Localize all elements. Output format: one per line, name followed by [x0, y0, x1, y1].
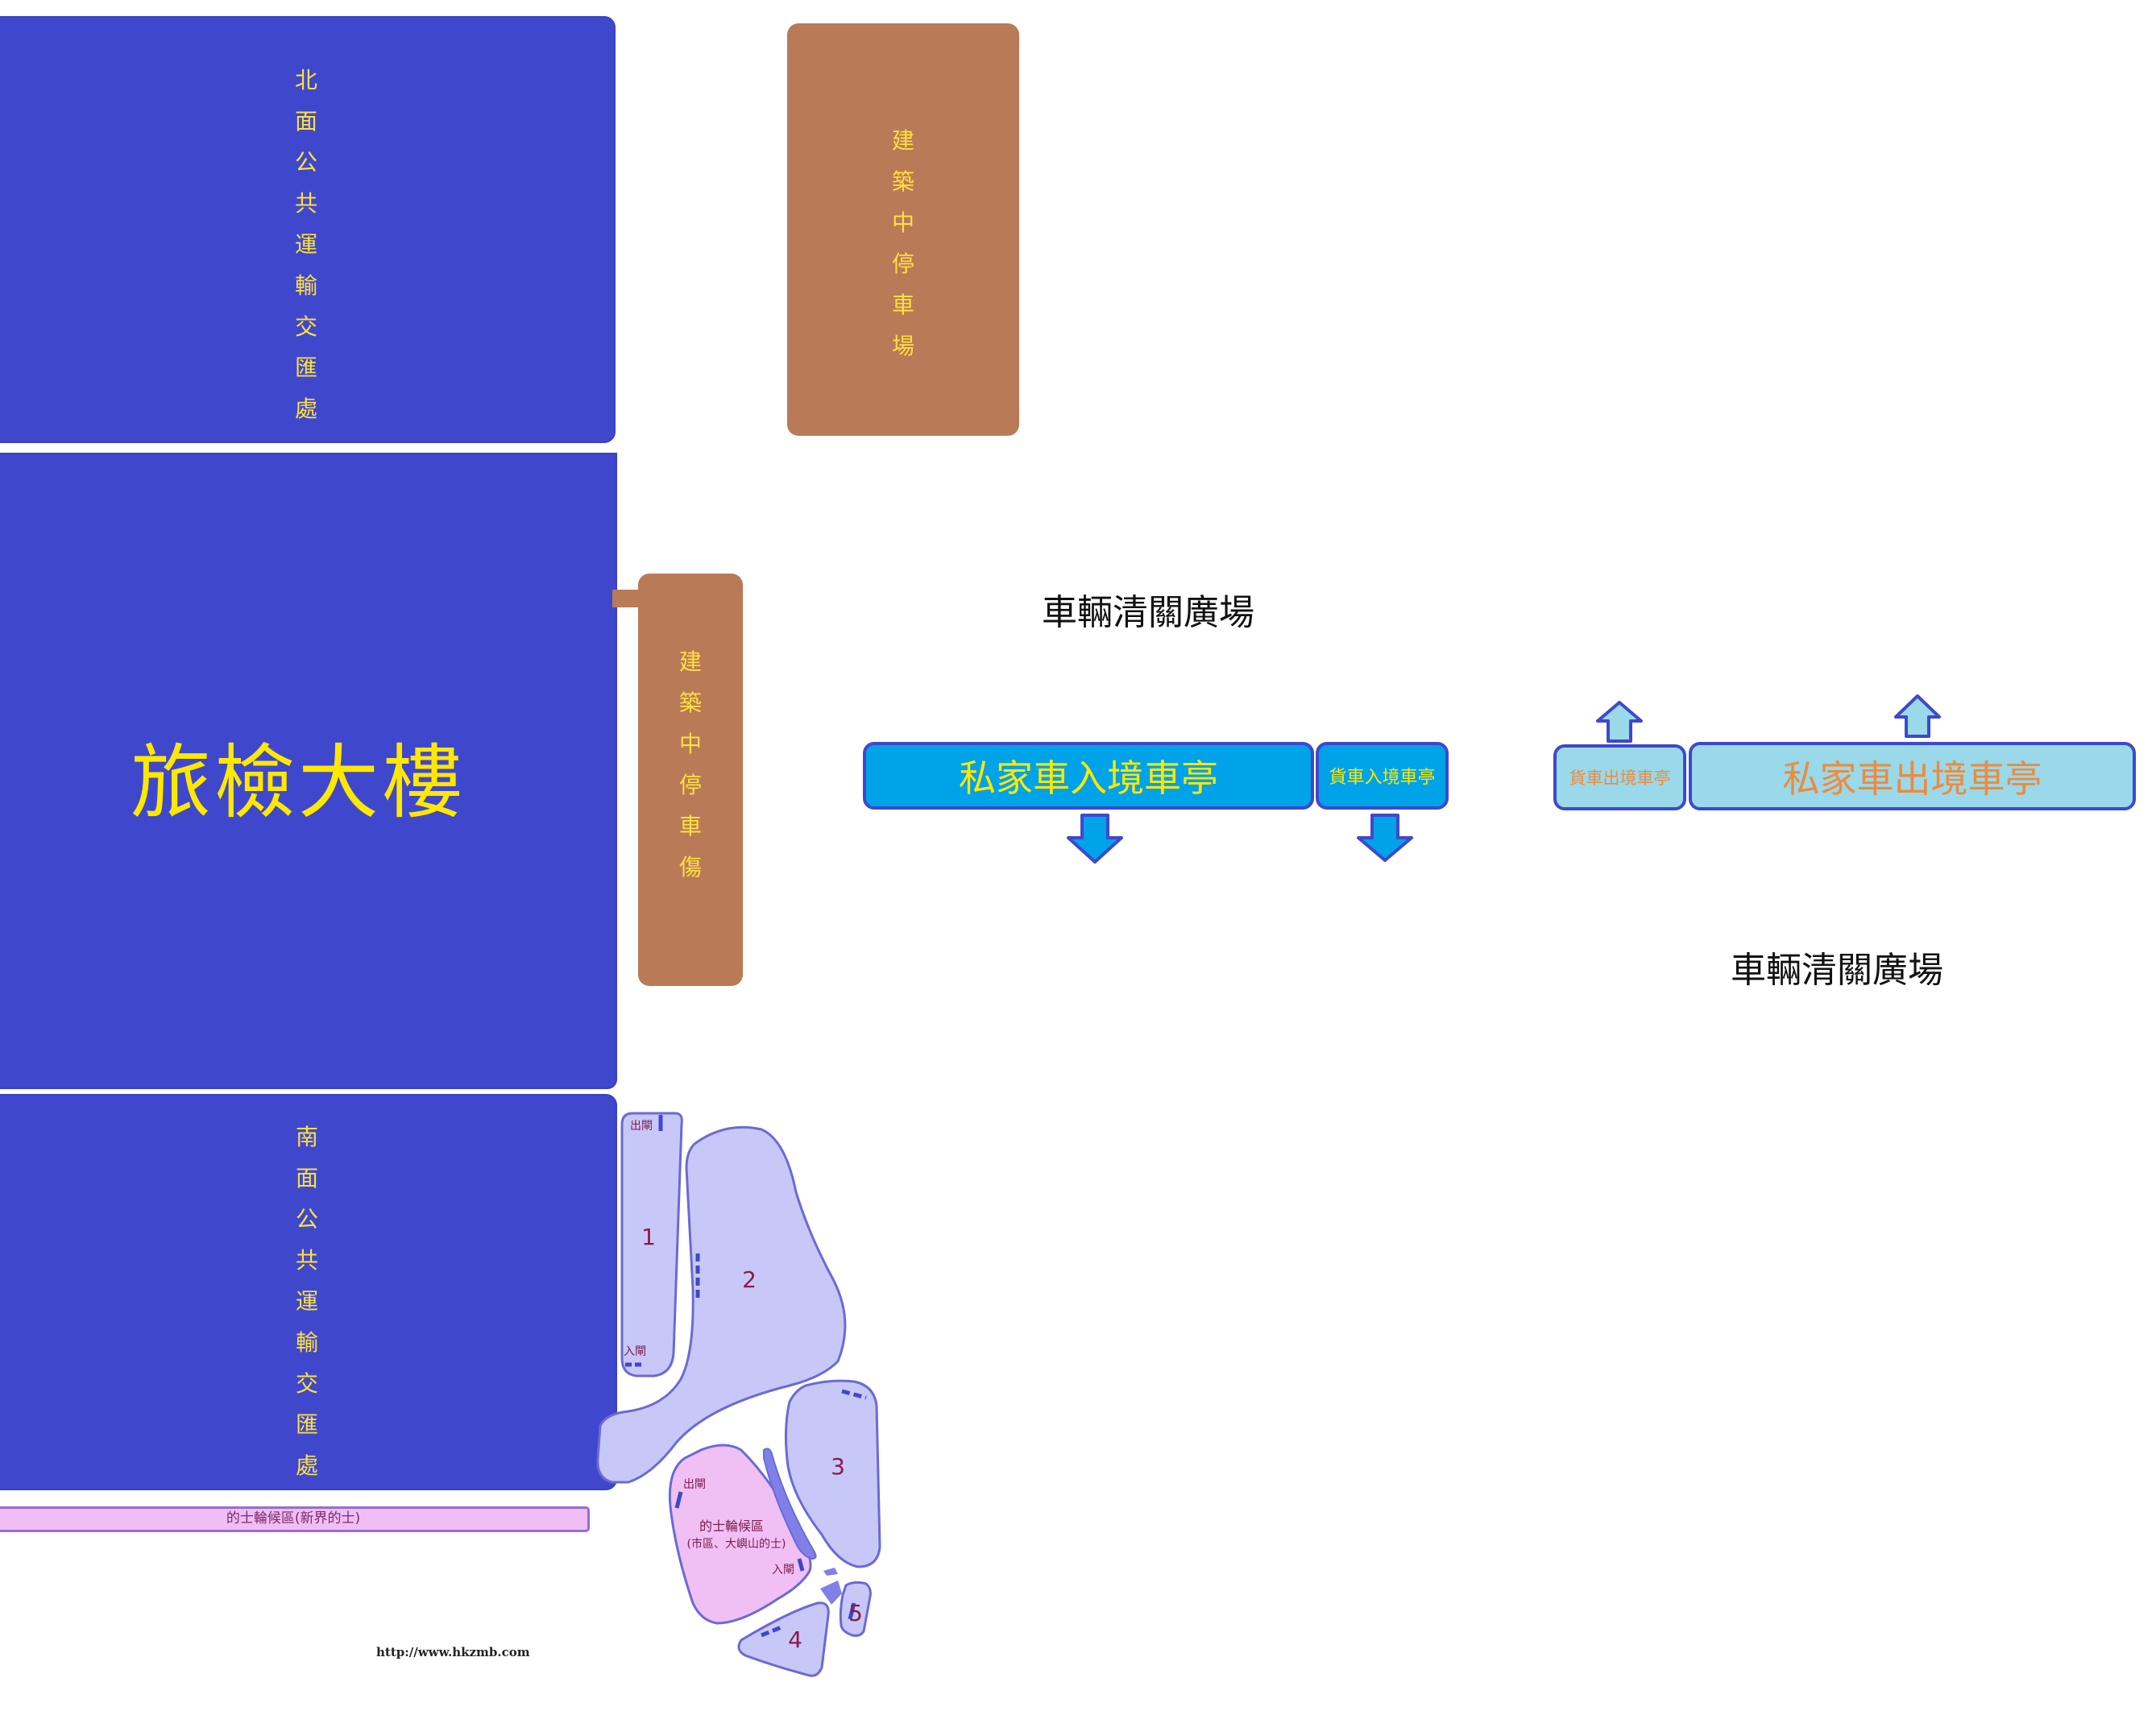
taxi-queue-new-territories: 的士輪候區(新界的士): [0, 1506, 590, 1532]
goods-vehicle-arrival-booth: 貨車入境車亭: [1316, 742, 1449, 810]
bay-1: [620, 1112, 683, 1378]
exit-gate-label: 出閘: [683, 1478, 706, 1491]
carpark-lower-label: 建築中停車傷: [678, 648, 702, 880]
bay-5: [839, 1580, 872, 1637]
carpark-under-construction-lower: 建築中停車傷: [638, 574, 743, 986]
passenger-clearance-building: [0, 453, 617, 1089]
south-transport-interchange: 南面公共運輸交匯處: [0, 1094, 617, 1490]
down-arrow-icon: [1067, 814, 1123, 864]
carpark-upper-label: 建築中停車場: [891, 127, 914, 359]
source-url: http://www.hkzmb.com: [376, 1645, 530, 1659]
bay-2-number: 2: [742, 1266, 757, 1293]
main-building-connector: [612, 590, 640, 607]
taxi-zone-urban-lantau: [668, 1444, 812, 1625]
goods-vehicle-arrival-label: 貨車入境車亭: [1329, 768, 1436, 788]
exit-gate-label: 出閘: [630, 1120, 653, 1133]
carpark-under-construction-upper: 建築中停車場: [787, 23, 1019, 436]
bay-1-number: 1: [641, 1224, 656, 1250]
main-building-label: 旅檢大樓: [131, 735, 466, 830]
private-car-departure-label: 私家車出境車亭: [1782, 756, 2042, 801]
traffic-island: [820, 1580, 842, 1605]
private-car-departure-booth: 私家車出境車亭: [1689, 742, 2136, 810]
bay-3: [784, 1379, 881, 1568]
vehicle-clearance-plaza-lower: 車輛清關廣場: [1731, 950, 1943, 991]
taxi-zone-sublabel: (市區、大嶼山的士): [687, 1537, 786, 1551]
bay-4: [737, 1601, 830, 1677]
entry-gate-label: 入閘: [624, 1345, 646, 1358]
gate-markers: [625, 1115, 867, 1638]
taxi-queue-nt-label: 的士輪候區(新界的士): [226, 1510, 361, 1527]
taxi-zone-label: 的士輪候區: [699, 1518, 764, 1534]
south-transport-label: 南面公共運輸交匯處: [295, 1124, 318, 1479]
north-transport-interchange: 北面公共運輸交匯處: [0, 16, 616, 443]
up-arrow-icon: [1894, 694, 1941, 738]
bay-5-number: 5: [848, 1600, 863, 1626]
private-car-arrival-label: 私家車入境車亭: [959, 756, 1218, 800]
entry-gate-label: 入閘: [772, 1564, 794, 1576]
goods-vehicle-departure-label: 貨車出境車亭: [1569, 768, 1671, 788]
traffic-island: [763, 1448, 817, 1560]
traffic-island: [823, 1568, 838, 1576]
goods-vehicle-departure-booth: 貨車出境車亭: [1553, 744, 1686, 810]
north-transport-label: 北面公共運輸交匯處: [294, 67, 317, 422]
bay-2: [596, 1125, 847, 1484]
bay-3-number: 3: [831, 1453, 845, 1480]
private-car-arrival-booth: 私家車入境車亭: [863, 742, 1314, 810]
bay-4-number: 4: [788, 1626, 802, 1653]
down-arrow-icon: [1357, 814, 1413, 862]
vehicle-clearance-plaza-upper: 車輛清關廣場: [1042, 592, 1254, 633]
up-arrow-icon: [1596, 701, 1643, 743]
